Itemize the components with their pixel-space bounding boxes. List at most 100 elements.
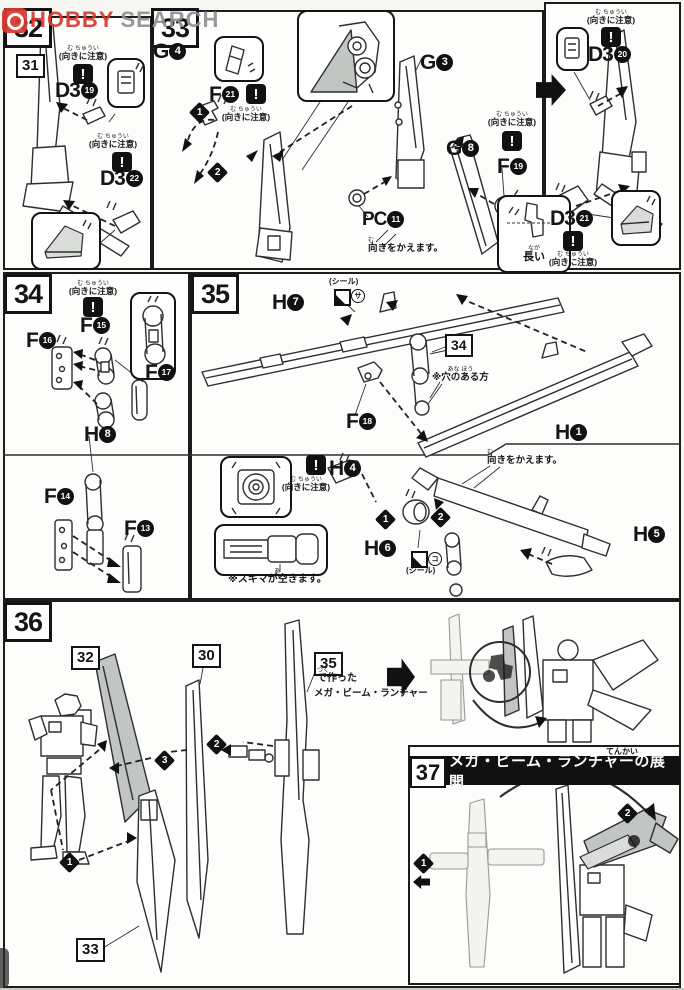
part-letter: PC xyxy=(362,209,387,230)
caution-note: む ちゅうい(向きに注意) xyxy=(480,112,544,127)
callout-d3-20-detail xyxy=(556,27,589,71)
illustration-step36-assembly xyxy=(28,613,659,973)
caution-note: む ちゅうい(向きに注意) xyxy=(541,252,605,267)
caution-text: (向きに注意) xyxy=(68,286,118,296)
order-number: 1 xyxy=(66,857,73,868)
caution-furigana: む ちゅうい xyxy=(595,10,627,16)
part-number: 18 xyxy=(358,413,376,430)
order-number: 3 xyxy=(161,755,168,766)
ref-step-32: 32 xyxy=(71,646,100,671)
callout-f21-detail xyxy=(214,36,264,82)
callout-f19-long-sketch xyxy=(507,202,561,238)
reorient-furigana: む xyxy=(368,238,375,244)
part-letter: H xyxy=(555,421,570,444)
step-37-number-text: 37 xyxy=(415,759,441,785)
part-number: 1 xyxy=(570,424,588,441)
made-with-text: で作った xyxy=(317,673,357,684)
seal-note-top: (シール) xyxy=(329,277,359,286)
warning-mark: ! xyxy=(509,132,515,150)
warning-icon: ! xyxy=(73,64,93,84)
part-number: 6 xyxy=(379,540,397,557)
part-number: 11 xyxy=(387,211,405,228)
illustration-step37-deploy xyxy=(429,770,679,974)
part-number: 4 xyxy=(344,460,362,477)
part-letter: F xyxy=(26,329,39,352)
callout-f19-long-detail: なが 長い xyxy=(497,195,571,273)
warning-icon: ! xyxy=(563,231,583,251)
hole-note-furigana: あな ほう xyxy=(447,367,474,373)
sticker-icon xyxy=(334,289,351,306)
warning-mark: ! xyxy=(570,232,576,250)
warning-icon: ! xyxy=(306,455,326,475)
callout-d3-20-sketch xyxy=(564,37,580,59)
warning-mark: ! xyxy=(313,456,319,474)
part-number: 14 xyxy=(56,488,74,505)
warning-mark: ! xyxy=(608,28,614,46)
callout-h4-socket-sketch xyxy=(231,461,281,515)
long-side-note: なが 長い xyxy=(499,246,569,263)
step-37-number: 37 xyxy=(410,757,446,788)
part-letter: F xyxy=(80,314,93,337)
warning-icon: ! xyxy=(601,27,621,47)
part-number: 19 xyxy=(509,158,527,175)
hobby-search-logo-icon xyxy=(2,7,27,33)
launcher-name-note: メガ・ビーム・ランチャー xyxy=(314,688,428,699)
reorient-text: 向きをかえます。 xyxy=(487,455,563,466)
callout-d3-19-sketch xyxy=(117,62,144,94)
ref-step-34-text: 34 xyxy=(451,337,467,353)
part-letter: G xyxy=(446,137,462,160)
part-letter: H xyxy=(329,457,344,480)
caution-text: (向きに注意) xyxy=(88,139,138,149)
part-letter: F xyxy=(497,155,510,178)
ref-step-35-text: 35 xyxy=(320,655,337,672)
part-letter: H xyxy=(364,537,379,560)
made-with-note: つく で作った xyxy=(317,668,357,684)
step-34-number-text: 34 xyxy=(13,278,43,309)
ref-step-30: 30 xyxy=(192,644,221,669)
callout-d3-21-sketch xyxy=(620,195,656,235)
callout-d3-22-sketch xyxy=(44,219,92,259)
caution-text: (向きに注意) xyxy=(58,51,108,61)
caution-text: (向きに注意) xyxy=(281,482,331,492)
caution-text: (向きに注意) xyxy=(548,257,598,267)
watermark-search-text: SEARCH xyxy=(120,7,220,32)
step-37-title-bar: メガ・ビーム・ランチャーの展開 xyxy=(409,753,680,791)
caution-furigana: む ちゅうい xyxy=(67,46,99,52)
caution-furigana: む ちゅうい xyxy=(97,134,129,140)
order-number: 2 xyxy=(214,167,221,178)
ref-step-33: 33 xyxy=(76,938,105,963)
caution-text: (向きに注意) xyxy=(586,15,636,25)
warning-icon: ! xyxy=(112,152,132,172)
reorient-note-step33: む 向きをかえます。 xyxy=(368,238,443,254)
ref-step-31: 31 xyxy=(16,54,45,79)
caution-note: む ちゅうい(向きに注意) xyxy=(51,46,115,61)
warning-icon: ! xyxy=(83,297,103,317)
caution-furigana: む ちゅうい xyxy=(290,477,322,483)
part-letter: F xyxy=(145,361,158,384)
gap-note-text: ※スキマが空きます。 xyxy=(228,574,327,585)
warning-mark: ! xyxy=(90,298,96,316)
callout-step33-inset-detail xyxy=(297,10,395,102)
warning-icon: ! xyxy=(502,131,522,151)
scan-edge-artifact xyxy=(0,948,9,988)
caution-note: む ちゅうい(向きに注意) xyxy=(579,10,643,25)
part-letter: F xyxy=(124,517,137,540)
sticker-code-sa: サ xyxy=(351,289,365,303)
caution-text: (向きに注意) xyxy=(221,112,271,122)
part-letter: G xyxy=(153,40,169,63)
part-letter: F xyxy=(44,485,57,508)
part-letter: D3 xyxy=(100,167,126,190)
callout-d3-21-detail xyxy=(611,190,661,246)
